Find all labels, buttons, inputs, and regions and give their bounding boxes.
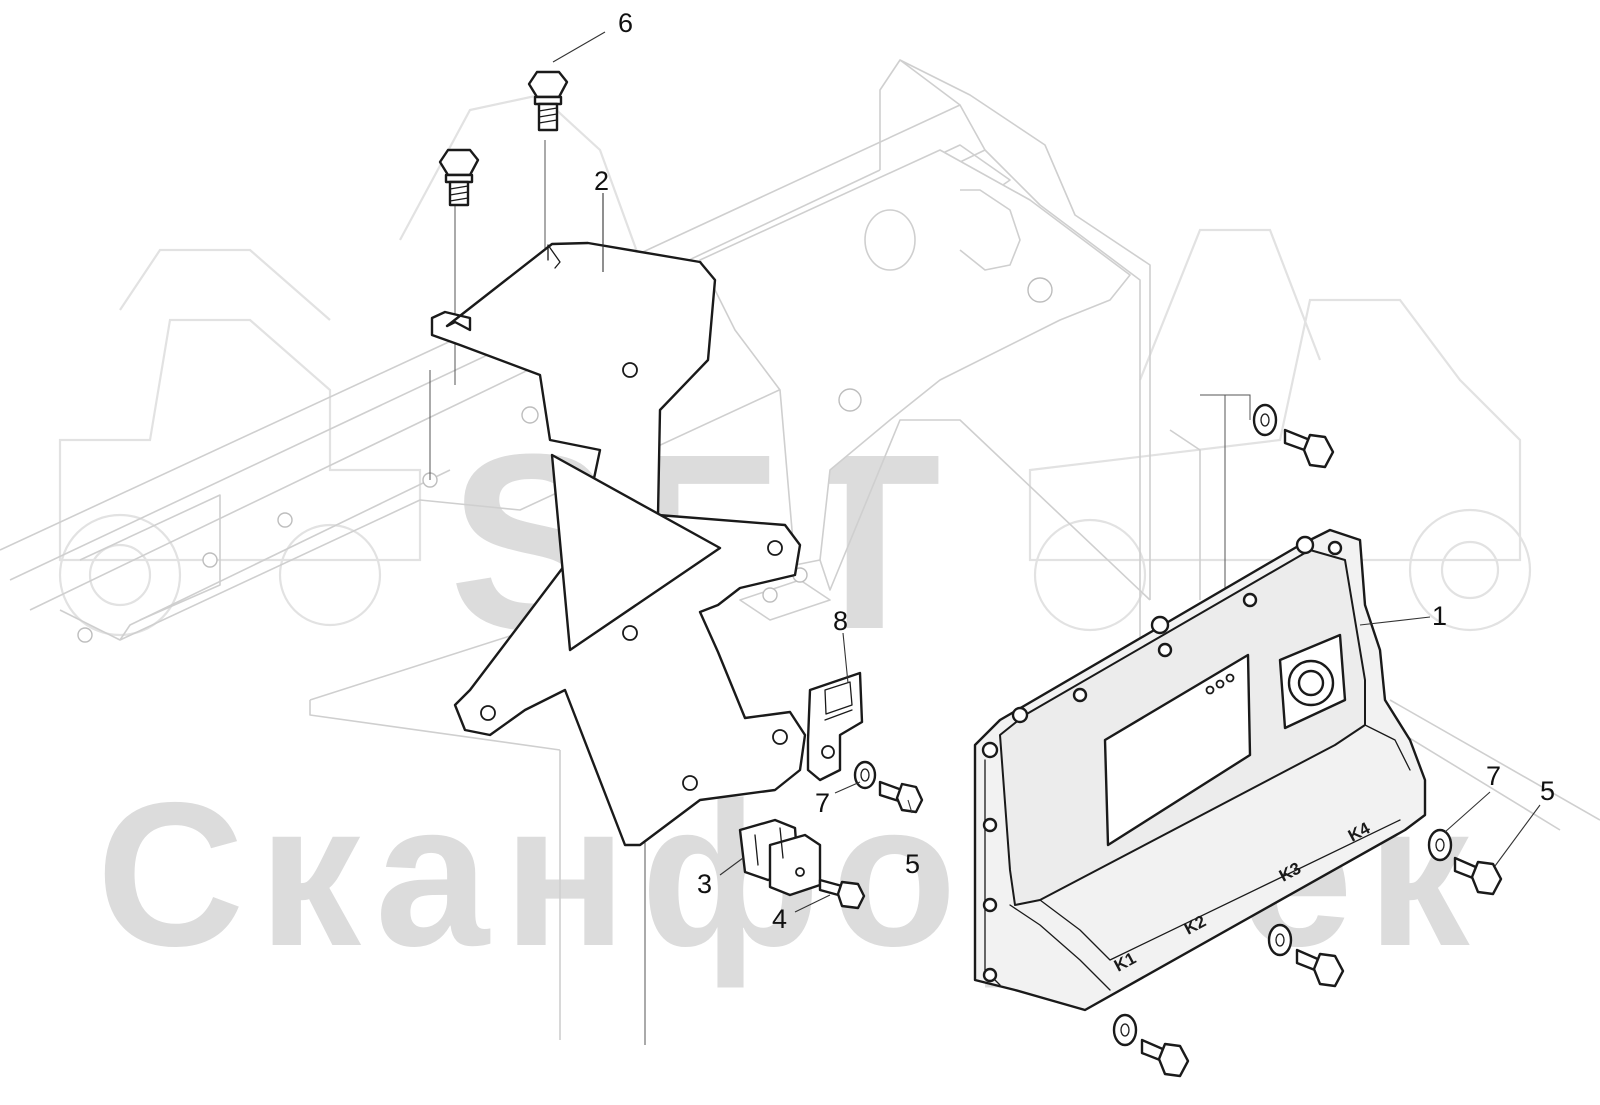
washer-ecu-right (1427, 828, 1453, 862)
small-bolt (818, 878, 866, 910)
callout-4: 4 (772, 904, 787, 934)
washer-clip (853, 760, 877, 790)
callout-1: 1 (1432, 601, 1447, 631)
washer-ecu-top (1252, 403, 1278, 437)
pipe-clamp (738, 818, 822, 897)
callout-2: 2 (594, 166, 609, 196)
washer-ecu-bottom (1112, 1013, 1138, 1047)
callout-7-clip: 7 (815, 788, 830, 818)
bolt-top-left (438, 148, 480, 207)
leader-lines (552, 31, 1541, 913)
callout-5-ecu: 5 (1540, 776, 1555, 806)
callout-7-ecu: 7 (1486, 761, 1501, 791)
rotary-switch-icon (1278, 633, 1347, 730)
watermark-tractor-right-icon (1028, 228, 1532, 632)
bolt-ecu-right (1453, 856, 1503, 896)
bolt-ecu-bottom-right (1295, 948, 1345, 988)
assembly-axes (429, 140, 1251, 1045)
washer-ecu-bottom-right (1267, 923, 1293, 957)
callout-6: 6 (618, 8, 633, 38)
bolt-ecu-top (1283, 428, 1335, 469)
callout-3: 3 (697, 869, 712, 899)
callouts: 6 2 8 1 7 5 3 4 7 5 (594, 8, 1555, 934)
callout-5-clip: 5 (905, 849, 920, 879)
control-unit-housing: K1 K2 K3 K4 (973, 528, 1427, 1012)
bolt-clip (878, 780, 924, 814)
bolt-top-right (527, 70, 569, 132)
cable-clip (806, 671, 864, 782)
mounting-bracket (430, 241, 807, 847)
callout-8: 8 (833, 606, 848, 636)
bolt-ecu-bottom (1140, 1038, 1190, 1078)
